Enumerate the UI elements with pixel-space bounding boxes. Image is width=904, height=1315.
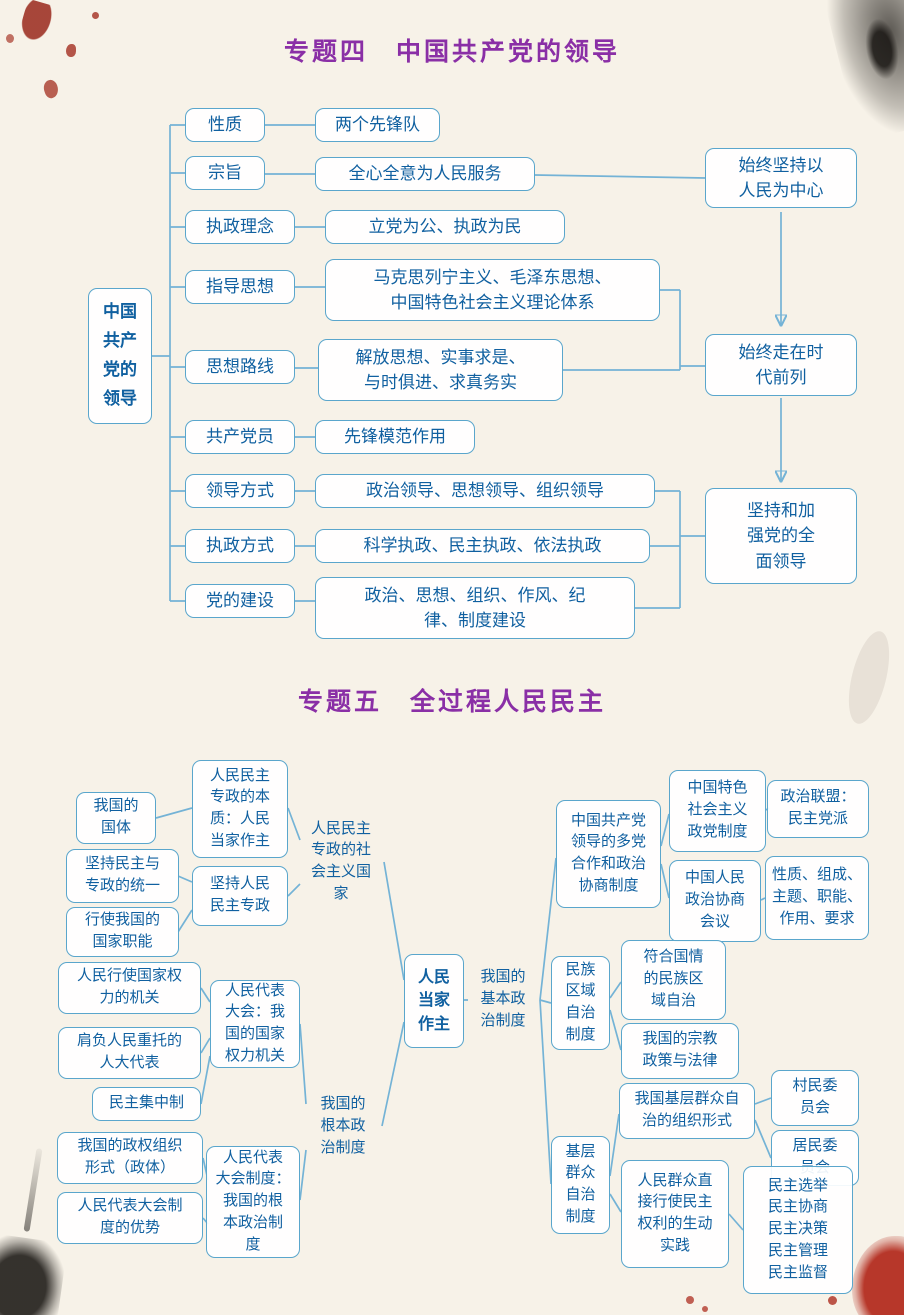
t4-label-purpose: 宗旨 [185,156,265,190]
topic4-title: 专题四 中国共产党的领导 [283,39,620,66]
t5-cppcc: 中国人民 政治协商 会议 [669,860,761,942]
t5-state-form: 我国的 国体 [76,792,156,844]
t4-summary-links [534,174,706,609]
t5-five-forms-of-democracy: 民主选举 民主协商 民主决策 民主管理 民主监督 [743,1166,853,1294]
t4-content-party-building: 政治、思想、组织、作风、纪 律、制度建设 [315,577,635,639]
t5-state-functions: 行使我国的 国家职能 [66,907,179,957]
topic4-root-node: 中国 共产 党的 领导 [88,288,152,424]
t4-content-nature: 两个先锋队 [315,108,440,142]
t5-grassroots-org-forms: 我国基层群众自 治的组织形式 [619,1083,755,1139]
t5-socialist-state-label: 人民民主 专政的社 会主义国 家 [310,820,371,902]
t4-summary-forefront-of-times: 始终走在时 代前列 [705,334,857,396]
t4-label-party-building: 党的建设 [185,584,295,618]
t5-center-people-masters: 人民 当家 作主 [404,954,464,1048]
t5-polity-form: 我国的政权组织 形式（政体） [57,1132,203,1184]
t5-democratic-practice: 人民群众直 接行使民主 权利的生动 实践 [621,1160,729,1268]
t5-unity-democracy-dictatorship: 坚持民主与 专政的统一 [66,849,179,903]
t5-dictatorship-essence: 人民民主 专政的本 质：人民 当家作主 [192,760,288,858]
t4-content-leadership-method: 政治领导、思想领导、组织领导 [315,474,655,508]
t5-cppcc-points: 性质、组成、 主题、职能、 作用、要求 [765,856,869,940]
t4-content-purpose: 全心全意为人民服务 [315,157,535,191]
t4-content-ideological-line: 解放思想、实事求是、 与时俱进、求真务实 [318,339,563,401]
t4-summary-people-centered: 始终坚持以 人民为中心 [705,148,857,208]
t4-row-links [265,124,325,602]
t5-regional-ethnic-autonomy: 民族 区域 自治 制度 [551,956,610,1050]
t5-fundamental-system-label: 我国的 根本政 治制度 [320,1096,366,1156]
t5-uphold-dictatorship: 坚持人民 民主专政 [192,866,288,926]
t4-label-governing-concept: 执政理念 [185,210,295,244]
t5-multiparty-cooperation: 中国共产党 领导的多党 合作和政治 协商制度 [556,800,661,908]
t4-content-governing-method: 科学执政、民主执政、依法执政 [315,529,650,563]
t5-npc-system: 人民代表 大会制度： 我国的根 本政治制 度 [206,1146,300,1258]
topic5-title: 专题五 全过程人民民主 [297,689,606,716]
t5-grassroots-self-governance: 基层 群众 自治 制度 [551,1136,610,1234]
t4-content-governing-concept: 立党为公、执政为民 [325,210,565,244]
t5-party-system: 中国特色 社会主义 政党制度 [669,770,766,852]
t5-peoples-deputies: 肩负人民重托的 人大代表 [58,1027,201,1079]
t5-autonomy-suited-conditions: 符合国情 的民族区 域自治 [621,940,726,1020]
t5-npc-power-organ: 人民代表 大会：我 国的国家 权力机关 [210,980,300,1068]
t4-label-ideological-line: 思想路线 [185,350,295,384]
t4-root-bracket [152,124,185,602]
t4-label-governing-method: 执政方式 [185,529,295,563]
t4-label-party-members: 共产党员 [185,420,295,454]
t4-label-leadership-method: 领导方式 [185,474,295,508]
t5-religion-policy: 我国的宗教 政策与法律 [621,1023,739,1079]
t4-label-guiding-ideology: 指导思想 [185,270,295,304]
t5-basic-systems-label: 我国的 基本政 治制度 [480,969,526,1029]
t5-npc-system-advantage: 人民代表大会制 度的优势 [57,1192,203,1244]
t5-democratic-centralism: 民主集中制 [92,1087,201,1121]
t4-summary-overall-leadership: 坚持和加 强党的全 面领导 [705,488,857,584]
t4-content-guiding-ideology: 马克思列宁主义、毛泽东思想、 中国特色社会主义理论体系 [325,259,660,321]
t5-power-exercise-organ: 人民行使国家权 力的机关 [58,962,201,1014]
t5-villagers-committee: 村民委 员会 [771,1070,859,1126]
t5-left-links [155,807,405,1225]
t5-political-alliance: 政治联盟： 民主党派 [767,780,869,838]
t4-content-party-members: 先锋模范作用 [315,420,475,454]
t4-label-nature: 性质 [185,108,265,142]
